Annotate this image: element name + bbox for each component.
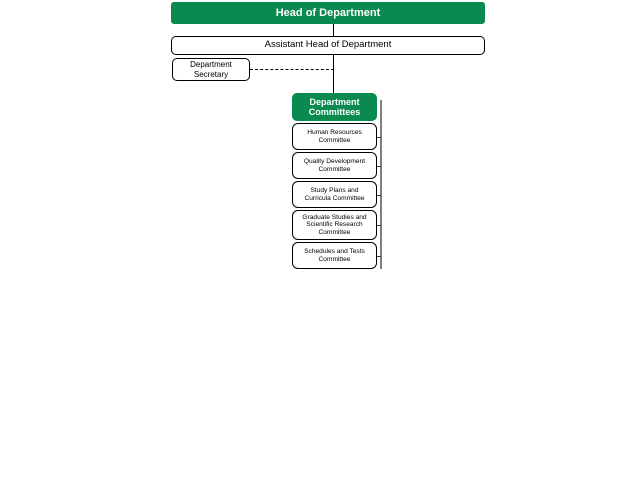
committee-connector-stub xyxy=(377,195,381,196)
node-assistant-head-label: Assistant Head of Department xyxy=(264,39,392,51)
node-department-secretary-line1: Department xyxy=(190,60,232,70)
node-department-committees[interactable]: Department Committees xyxy=(292,93,377,121)
node-department-secretary[interactable]: Department Secretary xyxy=(172,58,250,81)
committee-item-line: Committee xyxy=(318,136,351,144)
committee-spine xyxy=(380,100,382,269)
node-department-committees-label: Department Committees xyxy=(309,97,361,118)
committee-item-line: Committee xyxy=(318,255,351,263)
connector-secretary-dashed xyxy=(250,69,334,70)
committee-item-line: Schedules and Tests xyxy=(304,247,365,255)
node-department-committees-line2: Committees xyxy=(308,107,361,117)
committee-connector-stub xyxy=(377,256,381,257)
node-head-of-department[interactable]: Head of Department xyxy=(171,2,485,24)
node-head-of-department-label: Head of Department xyxy=(275,6,381,19)
node-department-secretary-label: Department Secretary xyxy=(190,60,232,78)
committee-item-line: Scientific Research xyxy=(306,221,363,229)
committee-item-line: Quality Development xyxy=(303,157,366,165)
committee-item-line: Committee xyxy=(318,165,351,173)
committee-item-line: Curricula Committee xyxy=(304,194,365,202)
committee-connector-stub xyxy=(377,137,381,138)
committee-connector-stub xyxy=(377,225,381,226)
committee-connector-stub xyxy=(377,166,381,167)
node-department-committees-line1: Department xyxy=(309,96,360,107)
connector-assistant-to-committees xyxy=(333,55,334,93)
node-assistant-head-of-department[interactable]: Assistant Head of Department xyxy=(171,36,485,55)
committee-item-line: Committee xyxy=(318,228,351,236)
committee-item-line: Graduate Studies and xyxy=(302,213,367,221)
connector-head-to-assistant xyxy=(333,24,334,36)
node-department-secretary-line2: Secretary xyxy=(193,69,229,79)
committee-item-line: Human Resources xyxy=(307,128,362,136)
committee-item-line: Study Plans and xyxy=(310,186,359,194)
